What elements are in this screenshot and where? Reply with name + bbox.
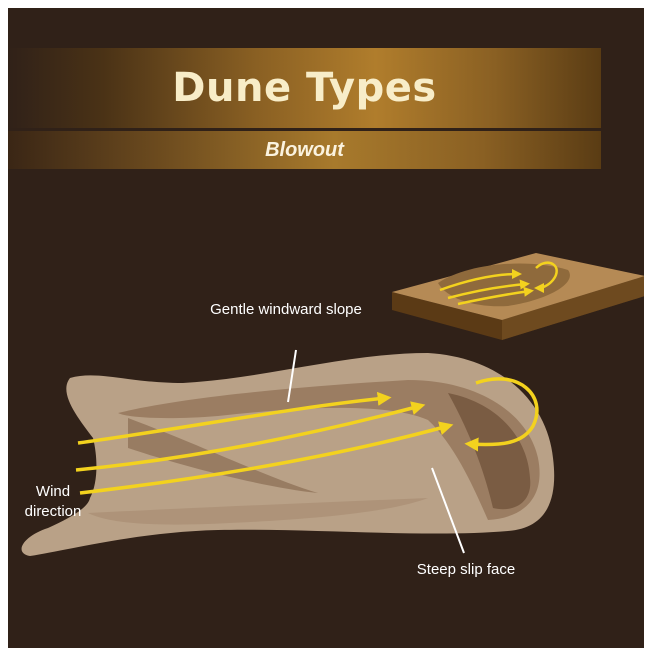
inset-terrain-block	[392, 253, 644, 340]
windward-slope-text: Gentle windward slope	[210, 301, 362, 318]
wind-direction-text: Wind direction	[25, 483, 82, 520]
dune-illustration	[8, 8, 644, 648]
windward-slope-label: Gentle windward slope	[206, 300, 366, 320]
slip-face-text: Steep slip face	[417, 561, 515, 578]
slip-face-label: Steep slip face	[402, 560, 530, 580]
wind-direction-label: Wind direction	[18, 482, 88, 522]
blowout-dune	[22, 353, 555, 556]
infographic-panel: Dune Types Blowout	[8, 8, 644, 648]
